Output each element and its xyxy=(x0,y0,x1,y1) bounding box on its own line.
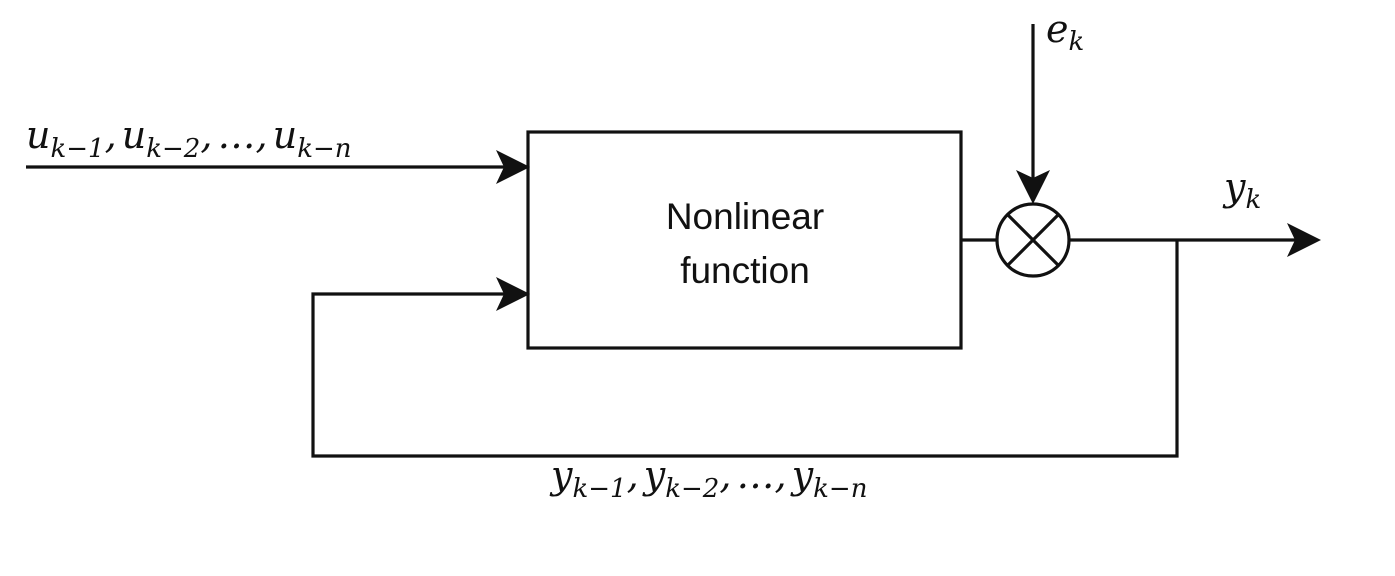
input-term-2-sub: k−2 xyxy=(146,134,200,164)
input-term-1-base: u xyxy=(26,113,50,157)
noise-sub: k xyxy=(1069,27,1085,57)
noise-base: e xyxy=(1046,7,1069,51)
input-term-1-sub: k−1 xyxy=(50,134,104,164)
feedback-term-2-base: y xyxy=(642,453,666,497)
feedback-arrowhead xyxy=(496,277,530,311)
feedback-ellipsis: … xyxy=(737,453,775,497)
input-term-2-base: u xyxy=(122,113,146,157)
input-sep-3: , xyxy=(256,113,268,157)
input-term-3-base: u xyxy=(273,113,297,157)
input-term-3-sub: k−n xyxy=(297,134,351,164)
feedback-term-1-base: y xyxy=(549,453,573,497)
output-sub: k xyxy=(1245,185,1261,215)
noise-arrowhead xyxy=(1016,170,1050,204)
feedback-term-3-sub: k−n xyxy=(813,474,867,504)
feedback-term-3-base: y xyxy=(790,453,814,497)
output-base: y xyxy=(1222,165,1246,209)
feedback-sep-1: , xyxy=(627,453,639,497)
input-arrowhead xyxy=(496,150,530,184)
noise-label: ek xyxy=(1046,7,1084,57)
output-label: yk xyxy=(1222,165,1261,215)
output-arrowhead xyxy=(1287,223,1321,257)
input-ellipsis: … xyxy=(218,113,256,157)
input-sep-1: , xyxy=(105,113,117,157)
summing-junction-icon xyxy=(995,202,1071,278)
feedback-term-1-sub: k−1 xyxy=(572,474,626,504)
block-label-line1: Nonlinear xyxy=(666,196,824,237)
feedback-term-2-sub: k−2 xyxy=(665,474,719,504)
feedback-label: yk−1, yk−2, …, yk−n xyxy=(549,453,867,504)
feedback-sep-2: , xyxy=(719,453,731,497)
feedback-sep-3: , xyxy=(775,453,787,497)
block-label-line2: function xyxy=(680,250,810,291)
nonlinear-function-block xyxy=(526,130,963,350)
inputs-label: uk−1, uk−2, …, uk−n xyxy=(26,113,352,164)
feedback-loop-line xyxy=(311,240,1179,458)
input-sep-2: , xyxy=(200,113,212,157)
